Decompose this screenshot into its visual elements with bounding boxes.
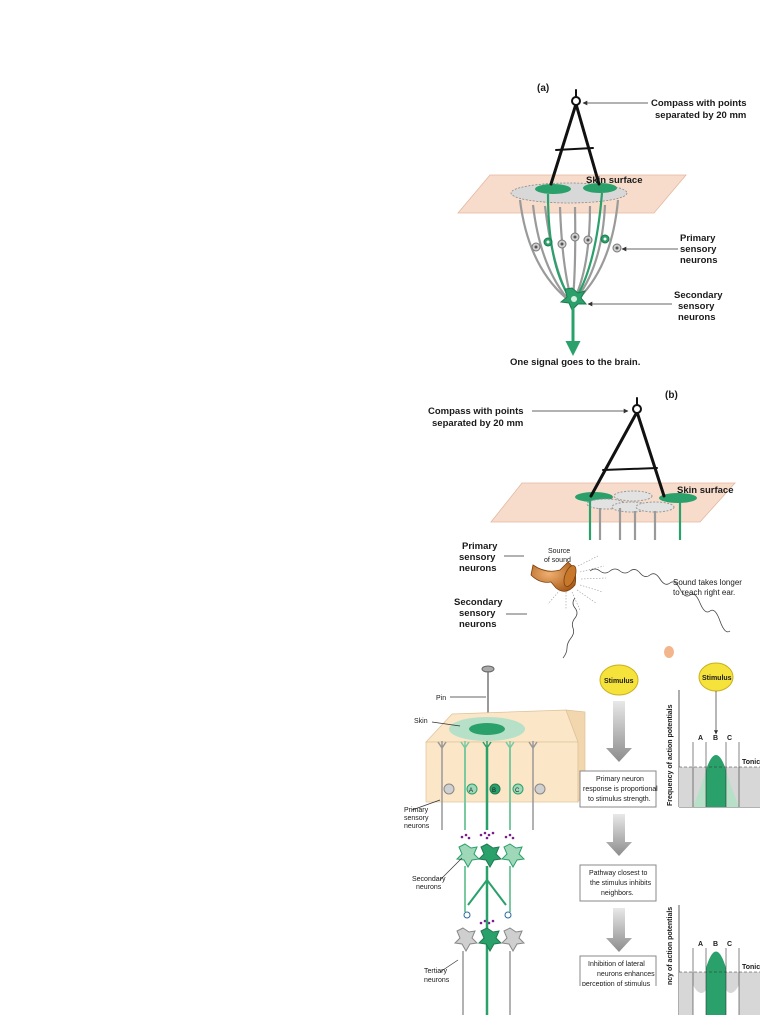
neuron-letter-b: B — [492, 788, 496, 794]
graph-2-letter-c: C — [727, 941, 732, 948]
primary-fibers — [437, 741, 538, 830]
compass-label-a-1: Compass with points — [651, 98, 747, 109]
tertiary-label-1: Tertiary — [424, 968, 447, 975]
panel-a-tag: (a) — [537, 83, 549, 94]
compass-icon — [549, 89, 601, 186]
primary-label-c-3: neurons — [404, 823, 430, 830]
neuron-letter-a: A — [469, 788, 473, 794]
frequency-graph-1 — [678, 690, 770, 808]
inhibition-panel: Pin Skin A B C — [404, 650, 784, 1015]
compass-label-a-2: separated by 20 mm — [655, 110, 746, 121]
skin-label: Skin — [414, 718, 428, 725]
flow-box-3-l1: Inhibition of lateral — [588, 961, 645, 968]
secondary-label-b-1: Secondary — [454, 597, 503, 608]
primary-label-c-2: sensory — [404, 815, 429, 822]
receptive-field-green-left — [535, 184, 571, 194]
graph-2-letter-a: A — [698, 941, 703, 948]
secondary-label-a-3: neurons — [678, 312, 715, 323]
stimulus-label-1: Stimulus — [604, 678, 634, 685]
sound-horn-icon — [530, 561, 577, 592]
sound-panel: Source of sound Sound takes longer to re… — [530, 548, 742, 659]
panel-b-tag: (b) — [665, 390, 678, 401]
right-ear — [664, 646, 674, 658]
sound-wave-left — [562, 597, 578, 659]
graph-2-letter-b: B — [713, 941, 718, 948]
receptive-field-green-right — [583, 183, 617, 193]
sound-wave-right — [589, 568, 731, 633]
graph-1-letter-c: C — [727, 735, 732, 742]
graph-1-ylabel: Frequency of action potentials — [667, 704, 674, 806]
fibers-b — [588, 500, 682, 540]
compass-label-b-1: Compass with points — [428, 406, 524, 417]
graph-1-tonic: Tonic l — [742, 759, 764, 766]
secondary-label-c-1: Secondary — [412, 876, 446, 883]
flow-box-1 — [579, 770, 657, 808]
secondary-label-b-2: sensory — [459, 608, 496, 619]
primary-label-b-1: Primary — [462, 541, 498, 552]
flow-box-2-l1: Pathway closest to — [589, 870, 647, 877]
primary-label-b-3: neurons — [459, 563, 496, 574]
stimulus-bubble-1 — [599, 664, 639, 696]
sound-rays — [547, 555, 607, 611]
receptive-fields-b — [575, 490, 697, 513]
secondary-neurons — [455, 843, 526, 1015]
primary-neuron-bodies-a — [531, 232, 622, 253]
skin-surface-label-b: Skin surface — [677, 485, 734, 496]
graph-2-ylabel: ncy of action potentials — [667, 907, 674, 985]
primary-label-c-1: Primary — [404, 807, 429, 814]
flow-box-1-l2: response is proportional — [583, 786, 658, 793]
flow-box-1-l1: Primary neuron — [596, 776, 644, 783]
source-label-2: of sound — [544, 557, 571, 564]
primary-label-b-2: sensory — [459, 552, 496, 563]
panel-a: (a) — [457, 83, 747, 368]
graph-1-letter-a: A — [698, 735, 703, 742]
flow-box-1-l3: to stimulus strength. — [588, 796, 651, 803]
secondary-label-a-1: Secondary — [674, 290, 723, 301]
arrow-down-icon — [606, 701, 632, 762]
primary-label-a-2: sensory — [680, 244, 717, 255]
panel-b: (b) Compass with points sep — [420, 390, 780, 655]
neurotransmitter-dots — [460, 831, 515, 925]
arrow-down-icon — [606, 908, 632, 952]
primary-label-a-3: neurons — [680, 255, 717, 266]
secondary-neuron-a — [559, 287, 588, 356]
primary-label-a-1: Primary — [680, 233, 716, 244]
graph-1-letter-b: B — [713, 735, 718, 742]
source-label-1: Source — [548, 548, 570, 555]
flow-box-3-l3: perception of stimulus — [582, 981, 651, 988]
arrow-down-icon — [606, 814, 632, 856]
frequency-graph-2 — [678, 905, 770, 1015]
compass-icon — [589, 397, 666, 498]
pin-label: Pin — [436, 695, 446, 702]
stimulus-label-2: Stimulus — [702, 675, 732, 682]
secondary-label-a-2: sensory — [678, 301, 715, 312]
secondary-label-b-3: neurons — [459, 619, 496, 630]
graph-2-tonic: Tonic l — [742, 964, 764, 971]
flow-box-2-l2: the stimulus inhibits — [590, 880, 652, 887]
primary-neuron-bodies: A B C — [443, 783, 546, 795]
neuron-letter-c: C — [515, 788, 520, 794]
skin-surface-label-a: Skin surface — [586, 175, 643, 186]
delay-label-2: to reach right ear. — [673, 588, 735, 597]
tertiary-label-2: neurons — [424, 977, 450, 984]
flow-box-3-l2: neurons enhances — [597, 971, 655, 978]
tertiary-neurons — [453, 927, 526, 1015]
compass-label-b-2: separated by 20 mm — [432, 418, 523, 429]
flow-box-2-l3: neighbors. — [601, 890, 634, 897]
secondary-label-c-2: neurons — [416, 884, 442, 891]
delay-label-1: Sound takes longer — [673, 578, 742, 587]
flow-box-2 — [579, 864, 657, 902]
brain-signal-label: One signal goes to the brain. — [510, 357, 640, 368]
